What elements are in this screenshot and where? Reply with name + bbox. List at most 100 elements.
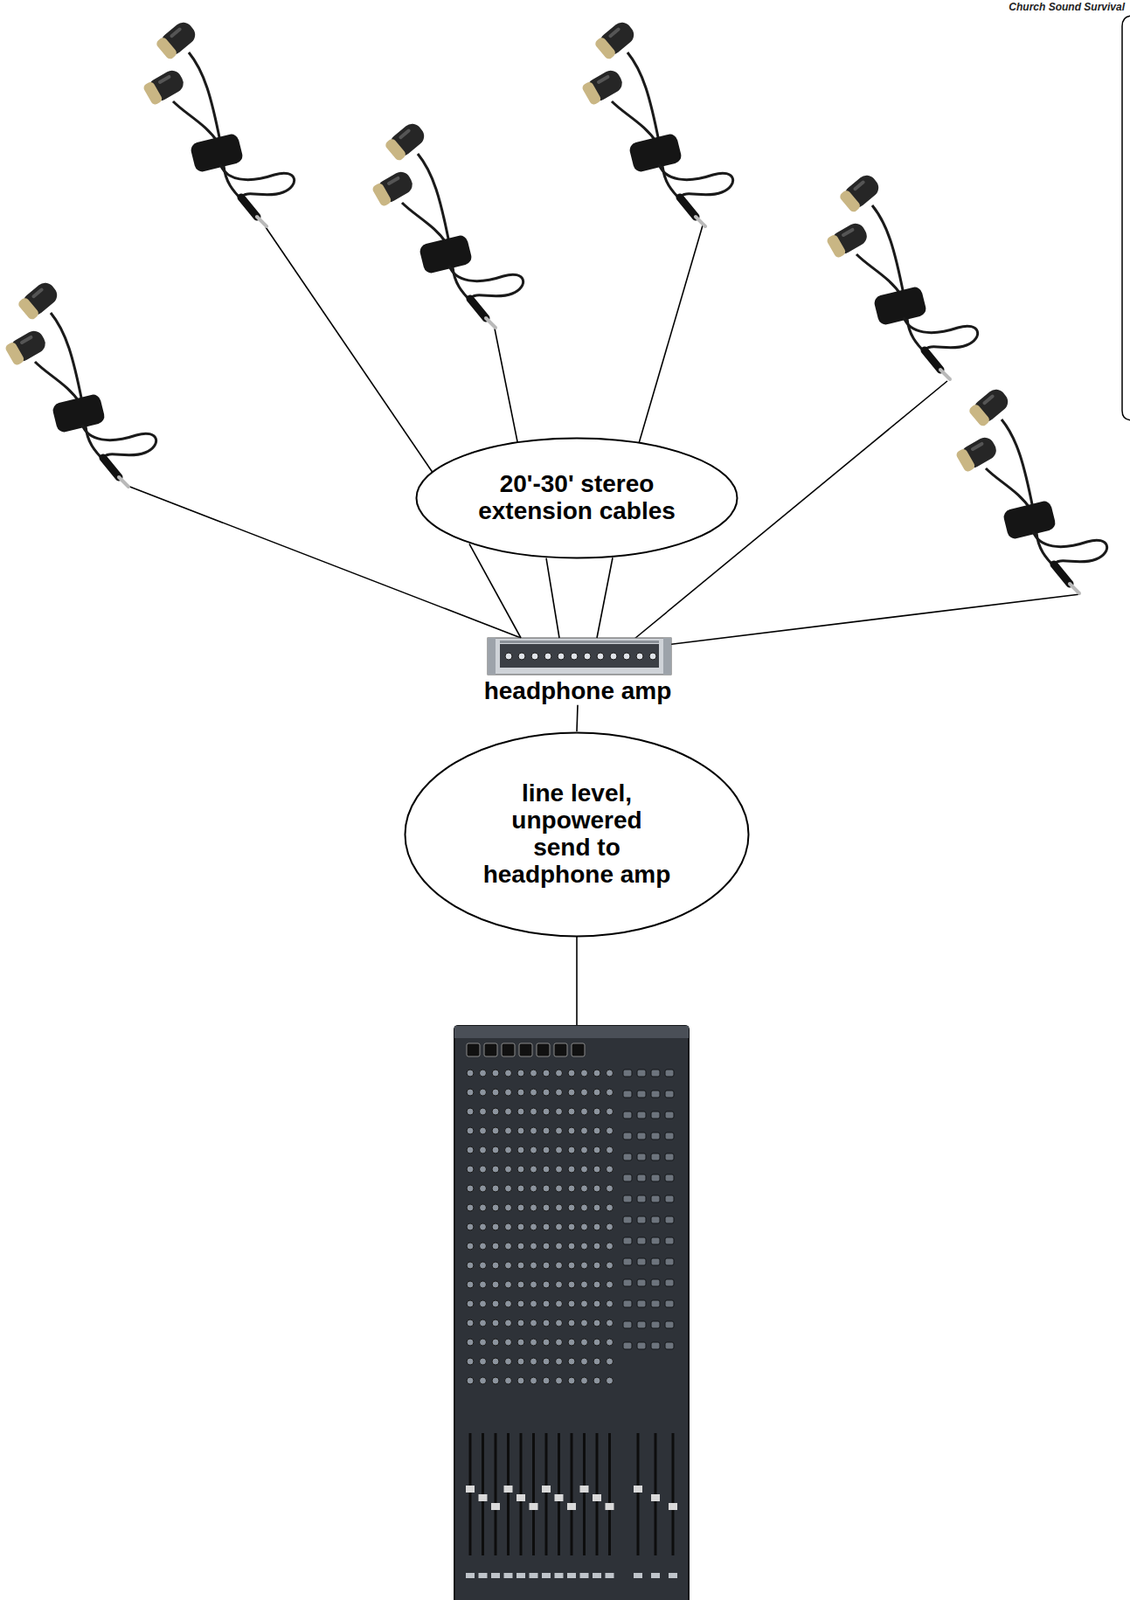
mixer-knob <box>593 1165 601 1173</box>
mixer-knob <box>568 1165 576 1173</box>
mixer-knob <box>581 1165 589 1173</box>
mixer-knob <box>606 1377 614 1385</box>
channel-strip-label <box>567 1573 576 1579</box>
mixer-knob <box>542 1127 550 1135</box>
channel-strip-label <box>491 1573 500 1579</box>
mixer-knob <box>530 1185 538 1193</box>
mixer-button <box>651 1153 660 1161</box>
mixer-knob <box>492 1358 500 1366</box>
mixer-knob <box>466 1108 474 1116</box>
mixer-button <box>637 1216 646 1224</box>
mixer-knob <box>593 1319 601 1327</box>
mixer-button <box>665 1216 674 1224</box>
fader-slot <box>570 1433 574 1556</box>
mixer-knob <box>555 1223 563 1231</box>
fader-slot <box>582 1433 586 1556</box>
mixer-knob <box>466 1127 474 1135</box>
mixer-button <box>623 1321 632 1329</box>
mixer-knob <box>606 1281 614 1289</box>
mixer-knob <box>568 1204 576 1212</box>
earbud-picture <box>142 18 295 227</box>
mixer-knob <box>555 1242 563 1250</box>
fader-cap <box>541 1485 551 1493</box>
mixer-knob <box>517 1319 525 1327</box>
mixer-button <box>665 1258 674 1266</box>
mixer-knob <box>479 1319 487 1327</box>
mixer-knob <box>479 1146 487 1154</box>
mixer-knob <box>530 1088 538 1096</box>
mixer-button <box>665 1237 674 1245</box>
mixer-knob <box>517 1223 525 1231</box>
header-note: Church Sound Survival <box>1008 0 1125 14</box>
node-text: line level, unpowered send to headphone … <box>481 780 673 888</box>
mixer-button <box>623 1132 632 1140</box>
mixer-knob <box>555 1281 563 1289</box>
mixer-knob <box>568 1088 576 1096</box>
mixer-knob <box>530 1281 538 1289</box>
mixer-button <box>651 1090 660 1098</box>
amp-knob <box>544 652 552 660</box>
amp-knob <box>636 652 644 660</box>
mixer-knob <box>555 1108 563 1116</box>
mixer-knob <box>479 1088 487 1096</box>
amp-knob <box>505 652 513 660</box>
mixer-picture <box>454 1026 689 1600</box>
mixer-button <box>665 1279 674 1287</box>
mixer-knob <box>542 1146 550 1154</box>
fader-cap <box>504 1485 514 1493</box>
mixer-knob <box>542 1185 550 1193</box>
mixer-knob <box>505 1338 513 1346</box>
mixer-knob <box>479 1377 487 1385</box>
mixer-button <box>637 1153 646 1161</box>
amp-knob <box>531 652 539 660</box>
mixer-knob <box>492 1242 500 1250</box>
mixer-knob <box>530 1358 538 1366</box>
mixer-button <box>665 1090 674 1098</box>
mixer-knob <box>517 1204 525 1212</box>
mixer-knob <box>530 1261 538 1269</box>
mixer-button <box>623 1342 632 1350</box>
headphone-amp-picture <box>499 640 659 644</box>
mixer-knob <box>466 1319 474 1327</box>
mixer-knob <box>479 1204 487 1212</box>
mixer-knob <box>517 1108 525 1116</box>
mixer-knob <box>581 1261 589 1269</box>
fader-cap <box>491 1503 500 1511</box>
mixer-button <box>665 1321 674 1329</box>
channel-strip-label <box>592 1573 602 1579</box>
mixer-knob <box>555 1338 563 1346</box>
mixer-knob <box>517 1127 525 1135</box>
fader-slot <box>545 1433 548 1556</box>
earbud-picture <box>4 278 157 487</box>
mixer-knob <box>606 1242 614 1250</box>
mixer-knob <box>492 1281 500 1289</box>
mixer-button <box>623 1174 632 1182</box>
channel-strip-label <box>651 1573 660 1579</box>
mixer-knob <box>555 1261 563 1269</box>
mixer-knob <box>606 1088 614 1096</box>
mixer-knob <box>568 1338 576 1346</box>
node-text: 20'-30' stereo extension cables <box>471 471 682 526</box>
mixer-knob <box>555 1377 563 1385</box>
mixer-knob <box>542 1261 550 1269</box>
fader-slot <box>469 1433 472 1556</box>
mixer-knob <box>568 1069 576 1077</box>
fader-cap <box>668 1503 678 1511</box>
cable-connector <box>596 557 613 638</box>
mixer-knob <box>555 1165 563 1173</box>
cable-connector <box>469 543 521 638</box>
mixer-knob <box>568 1223 576 1231</box>
mixer-button <box>651 1258 660 1266</box>
mixer-button <box>637 1111 646 1119</box>
mixer-knob <box>606 1127 614 1135</box>
earbuds <box>4 18 1108 594</box>
mixer-knob <box>606 1165 614 1173</box>
mixer-knob <box>492 1069 500 1077</box>
mixer-button <box>623 1237 632 1245</box>
mixer-knob <box>505 1127 513 1135</box>
fader-slot <box>494 1433 498 1556</box>
mixer-button <box>651 1216 660 1224</box>
mixer-knob <box>542 1108 550 1116</box>
mixer-button <box>637 1174 646 1182</box>
mixer-knob <box>530 1223 538 1231</box>
